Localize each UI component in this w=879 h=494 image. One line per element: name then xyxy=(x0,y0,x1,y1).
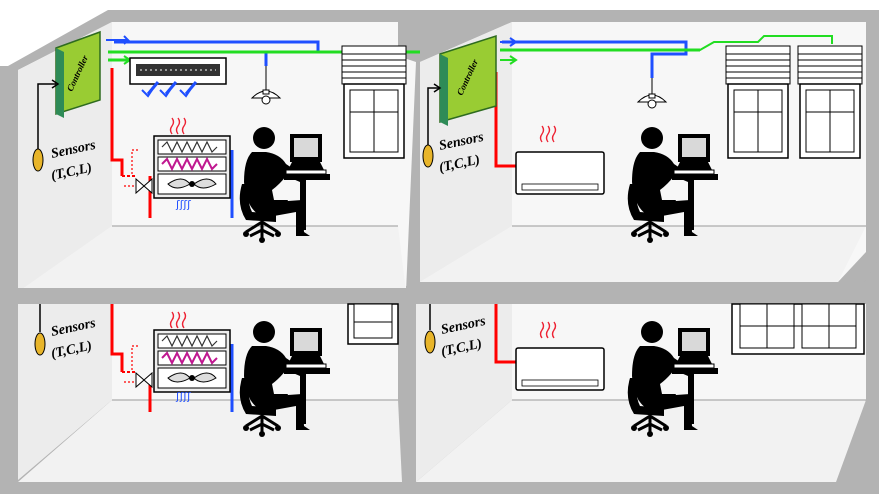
radiator-icon xyxy=(516,152,604,194)
sensor-icon-4 xyxy=(425,331,435,353)
window-icon-bottom-left xyxy=(348,304,398,344)
window-with-blind-icon-2 xyxy=(726,46,790,158)
window-with-blind-icon-3 xyxy=(798,46,862,158)
sensor-icon xyxy=(33,149,43,171)
sensor-icon-3 xyxy=(35,333,45,355)
cool-air-icon: ʃʃʃʃ xyxy=(175,198,191,211)
sensor-icon-2 xyxy=(423,145,433,167)
fan-coil-unit-icon xyxy=(154,136,230,198)
fan-coil-unit-icon-2 xyxy=(154,330,230,392)
cool-air-icon-2: ʃʃʃʃ xyxy=(175,390,191,403)
radiator-icon-2 xyxy=(516,348,604,390)
window-with-blind-icon xyxy=(342,46,406,158)
window-icon-bottom-right xyxy=(732,304,864,354)
